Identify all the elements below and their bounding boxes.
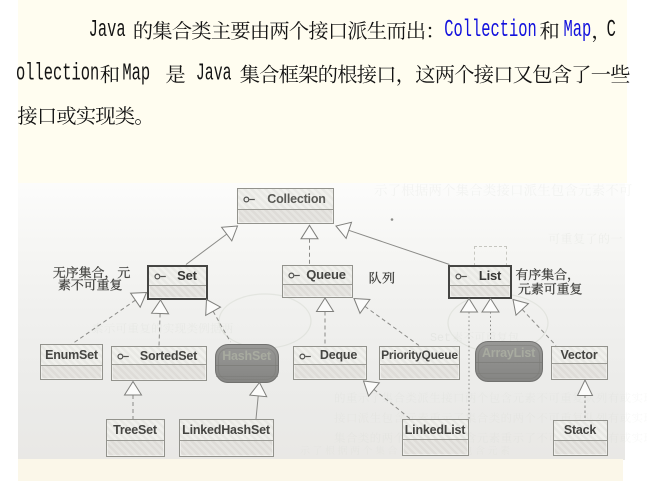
svg-text:C: C bbox=[607, 17, 616, 45]
svg-text:Map: Map bbox=[564, 17, 592, 45]
svg-text:Map: Map bbox=[122, 61, 150, 89]
svg-text:Set: Set bbox=[430, 332, 451, 345]
svg-text:Collection: Collection bbox=[444, 17, 536, 45]
svg-text:Java: Java bbox=[89, 17, 126, 45]
svg-text:ollection: ollection bbox=[16, 61, 99, 89]
svg-text:Java: Java bbox=[196, 60, 232, 88]
